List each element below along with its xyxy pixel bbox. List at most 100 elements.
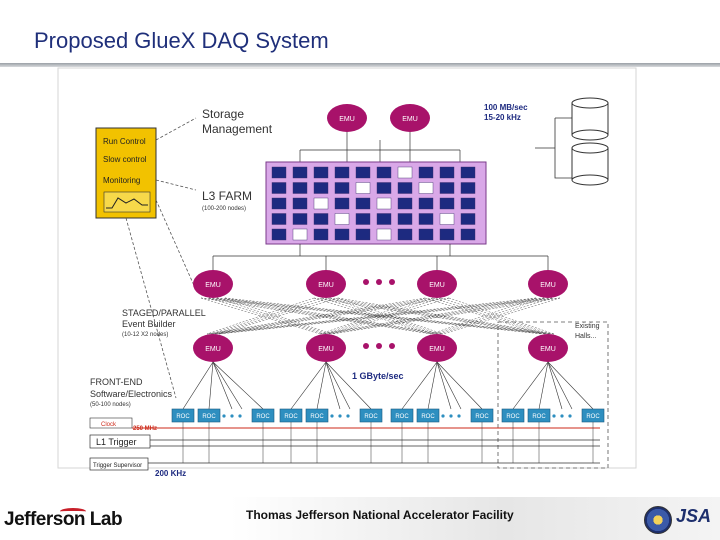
farm-node	[313, 228, 329, 241]
emu-node-label: EMU	[205, 346, 221, 353]
mesh-line	[331, 297, 450, 335]
mesh-line	[313, 297, 432, 335]
fanout-line	[547, 361, 594, 410]
emu-node	[528, 334, 568, 362]
emu-node-label: EMU	[540, 282, 556, 289]
mesh-line	[424, 297, 543, 335]
ellipsis-dot	[363, 279, 369, 285]
farm-node	[460, 213, 476, 225]
farm-node	[376, 213, 392, 225]
mesh-line	[329, 297, 551, 335]
emu-node-label: EMU	[205, 282, 221, 289]
roc-label: ROC	[586, 414, 600, 420]
daq-diagram: Storage Management Run Control Slow cont…	[57, 67, 637, 478]
mesh-line	[224, 297, 555, 335]
mesh-line	[327, 297, 553, 335]
farm-node	[397, 182, 413, 194]
mesh-line	[214, 297, 331, 335]
roc-ellipsis-dot	[338, 414, 342, 418]
monitoring-plot-line	[106, 197, 148, 209]
storage-management-label-2: Management	[202, 122, 273, 136]
fanout-line	[212, 361, 233, 410]
farm-node	[376, 228, 392, 241]
farm-node	[418, 228, 434, 241]
roc-label: ROC	[395, 414, 409, 420]
mesh-line	[321, 297, 547, 335]
control-item-run-control: Run Control	[103, 137, 146, 146]
farm-node	[271, 182, 287, 194]
jsa-logo: JSA	[676, 506, 712, 526]
fanout-line	[325, 361, 372, 410]
farm-node	[334, 228, 350, 241]
mesh-line	[218, 297, 450, 335]
roc-label: ROC	[421, 414, 435, 420]
roc-label: ROC	[475, 414, 489, 420]
roc-ellipsis-dot	[346, 414, 350, 418]
event-builder-mesh	[200, 297, 561, 335]
l3-farm-label: L3 FARM	[202, 189, 252, 203]
fanout-line	[538, 361, 549, 410]
mesh-line	[321, 297, 436, 335]
farm-node	[355, 166, 371, 179]
ellipsis-dot	[363, 343, 369, 349]
farm-node	[355, 228, 371, 241]
emu-node-label: EMU	[318, 282, 334, 289]
farm-emu-links	[212, 244, 549, 270]
dashed-line	[125, 217, 177, 399]
control-item-slow-control: Slow control	[103, 155, 147, 164]
roc-label: ROC	[506, 414, 520, 420]
mesh-line	[434, 297, 545, 335]
mesh-line	[323, 297, 545, 335]
farm-node	[460, 166, 476, 179]
emu-node	[417, 334, 457, 362]
rate-label-1: 100 MB/sec	[484, 103, 528, 112]
roc-ellipsis-dot	[568, 414, 572, 418]
storage-link	[554, 118, 572, 179]
farm-node	[271, 197, 287, 210]
farm-node	[313, 213, 329, 225]
fanout-line	[436, 361, 462, 410]
mesh-line	[216, 297, 440, 335]
fanout-line	[212, 361, 243, 410]
farm-node	[397, 166, 413, 179]
farm-node	[397, 197, 413, 210]
mesh-line	[210, 297, 323, 335]
farm-node	[376, 197, 392, 210]
mesh-line	[218, 297, 561, 335]
mesh-line	[438, 297, 553, 335]
roc-ellipsis-dot	[441, 414, 445, 418]
farm-node	[313, 182, 329, 194]
emu-node	[193, 270, 233, 298]
l3-farm-nodes: (100-200 nodes)	[202, 206, 246, 212]
mesh-line	[206, 297, 537, 335]
storage-management-label-1: Storage	[202, 107, 244, 121]
dashed-line	[155, 199, 197, 291]
storage-disk-1	[571, 97, 609, 141]
roc-ellipsis-dot	[552, 414, 556, 418]
fanout-line	[208, 361, 214, 410]
mesh-line	[337, 297, 555, 335]
fanout-line	[316, 361, 327, 410]
roc-label: ROC	[256, 414, 270, 420]
roc-ellipsis-dot	[222, 414, 226, 418]
farm-node	[292, 182, 308, 194]
staged-nodes: (10-12 X2 nodes)	[122, 332, 168, 338]
emu-farm-links	[299, 132, 461, 162]
trigger-rate-label: 200 KHz	[155, 469, 186, 478]
farm-node	[355, 197, 371, 210]
farm-node	[439, 228, 455, 241]
emu-row-2: EMU EMU EMU EMU	[193, 334, 568, 362]
mesh-line	[208, 297, 547, 335]
clock-label: Clock	[101, 422, 117, 428]
mesh-line	[430, 297, 537, 335]
roc-trigger-taps	[182, 422, 594, 463]
farm-node	[418, 182, 434, 194]
farm-node	[313, 197, 329, 210]
top-emu-1-label: EMU	[339, 116, 355, 123]
emu-row-1: EMU EMU EMU EMU	[193, 270, 568, 298]
mesh-line	[200, 297, 543, 335]
farm-node	[334, 213, 350, 225]
mesh-line	[448, 297, 555, 335]
fanout-line	[182, 361, 214, 410]
doe-seal-icon	[644, 506, 672, 534]
